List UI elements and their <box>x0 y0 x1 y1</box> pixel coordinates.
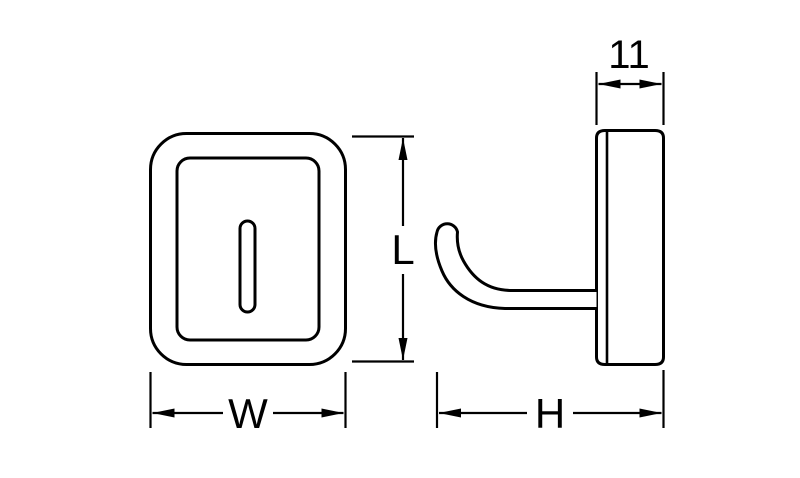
length-label: L <box>391 226 414 273</box>
dimension-width <box>149 372 347 434</box>
hook-arm <box>433 222 597 310</box>
side-view <box>433 129 665 366</box>
mounting-slot <box>238 219 257 314</box>
height-label: H <box>535 390 565 437</box>
dimension-thickness <box>595 72 665 125</box>
dimension-height <box>435 370 665 434</box>
width-label: W <box>228 390 268 437</box>
label-gap <box>223 392 273 434</box>
label-gap <box>383 226 423 274</box>
front-view <box>149 132 347 366</box>
dimension-length <box>352 135 423 363</box>
label-gap <box>527 392 573 434</box>
thickness-label: 11 <box>608 33 650 77</box>
plate-outer-outline <box>149 132 347 366</box>
plate-inner-face <box>175 156 321 342</box>
plate-side-outline <box>595 129 665 366</box>
